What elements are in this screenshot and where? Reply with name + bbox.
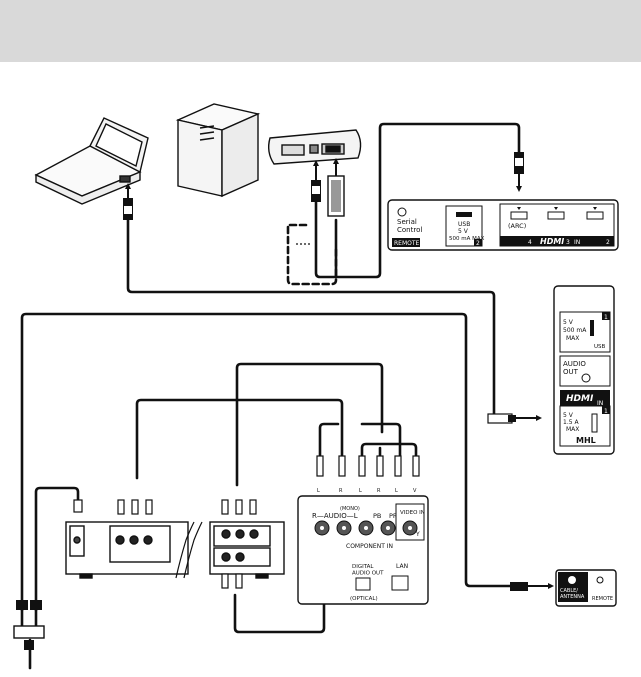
pb-label: PB xyxy=(373,512,381,520)
side-mhl-number: 1 xyxy=(604,408,608,415)
side-hdmi-logo: HDMI xyxy=(566,394,594,404)
cable-av-group xyxy=(360,442,418,458)
laptop-hdmi-plug xyxy=(123,183,133,220)
side-usb-power: 5 V xyxy=(563,319,574,326)
plug-letters: L R L R L V xyxy=(317,488,417,494)
hdmi-port-2[interactable]: 2 xyxy=(586,207,610,246)
cable-rgb-dashed xyxy=(286,223,338,286)
side-usb-current: 500 mA xyxy=(563,327,587,334)
svg-text:R: R xyxy=(339,488,343,494)
usb-number-top: 2 xyxy=(476,240,480,247)
cable-antenna-label: CABLE/ANTENNA xyxy=(560,588,585,600)
set-top-box-left xyxy=(65,521,189,579)
cable-component-1 xyxy=(235,362,384,487)
remote-label: REMOTE xyxy=(394,240,420,247)
side-mhl-logo: MHL xyxy=(576,436,596,445)
hdmi-number-3: 3 xyxy=(566,239,570,246)
hdmi-port-3[interactable]: 3 xyxy=(547,207,570,246)
cable-vcr-bottom xyxy=(233,593,326,634)
mono-label: (MONO) xyxy=(340,506,360,512)
svg-text:R: R xyxy=(377,488,381,494)
box-gap-break xyxy=(175,521,203,579)
header-bar xyxy=(0,0,641,62)
antenna-remote-label: REMOTE xyxy=(592,596,613,602)
arc-hdmi-plug xyxy=(514,152,524,192)
lan-label: LAN xyxy=(396,563,408,570)
cable-antenna-long xyxy=(20,312,514,612)
antenna-plug xyxy=(510,582,554,591)
y-label: Y xyxy=(415,531,420,538)
video-in-label: VIDEO IN xyxy=(400,510,425,516)
cable-laptop-to-mhl xyxy=(126,216,496,420)
pr-label: PR xyxy=(389,512,398,520)
svg-text:L: L xyxy=(359,488,362,494)
side-hdmi-in: IN xyxy=(597,400,603,407)
hdmi-in-top: IN xyxy=(574,239,580,246)
cable-box-left xyxy=(34,486,80,612)
av-box-right xyxy=(209,521,285,579)
rca-plugs-box xyxy=(73,499,257,589)
pc-hdmi-plug xyxy=(311,160,321,202)
optical-label: (OPTICAL) xyxy=(350,596,378,602)
pc-rear-panel xyxy=(267,129,362,165)
laptop-icon xyxy=(34,117,149,205)
component-in-label: COMPONENT IN xyxy=(346,543,393,550)
cable-audio-right xyxy=(360,422,402,458)
side-mhl-power: 5 V xyxy=(563,412,574,419)
svg-text:L: L xyxy=(317,488,320,494)
cable-component-2 xyxy=(135,398,344,480)
svg-text:V: V xyxy=(413,488,417,494)
usb-label-top: USB xyxy=(458,221,470,228)
hdmi-arc-label: (ARC) xyxy=(508,222,526,230)
side-usb-label: USB xyxy=(594,344,606,350)
side-mhl-current: 1.5 A xyxy=(563,419,579,426)
mhl-plug xyxy=(487,413,542,424)
usb-power-top: 5 V xyxy=(458,228,469,235)
cable-audio-left xyxy=(318,422,340,458)
hdmi-port-4[interactable]: (ARC) 4 xyxy=(508,207,532,246)
side-usb-max: MAX xyxy=(566,335,579,342)
cable-box-to-antenna xyxy=(20,608,38,630)
pc-vga-plug xyxy=(327,158,345,217)
usb-current-top: 500 mA MAX xyxy=(449,236,485,242)
hdmi-logo-top: HDMI xyxy=(540,237,564,246)
side-mhl-max: MAX xyxy=(566,426,579,433)
hdmi-number-4: 4 xyxy=(528,239,532,246)
side-usb-number: 1 xyxy=(604,314,608,321)
rca-plugs-panel xyxy=(316,455,420,477)
svg-text:L: L xyxy=(395,488,398,494)
cable-pc-hdmi-to-arc xyxy=(314,122,521,279)
antenna-splitter xyxy=(13,600,45,650)
tv-bottom-panel: (MONO) R—AUDIO—L PB PR VIDEO IN Y COMPON… xyxy=(297,495,429,605)
hdmi-number-2: 2 xyxy=(606,239,610,246)
pc-tower-icon xyxy=(175,103,261,198)
antenna-panel: CABLE/ANTENNA REMOTE xyxy=(555,569,617,607)
audio-label: R—AUDIO—L xyxy=(312,512,358,520)
